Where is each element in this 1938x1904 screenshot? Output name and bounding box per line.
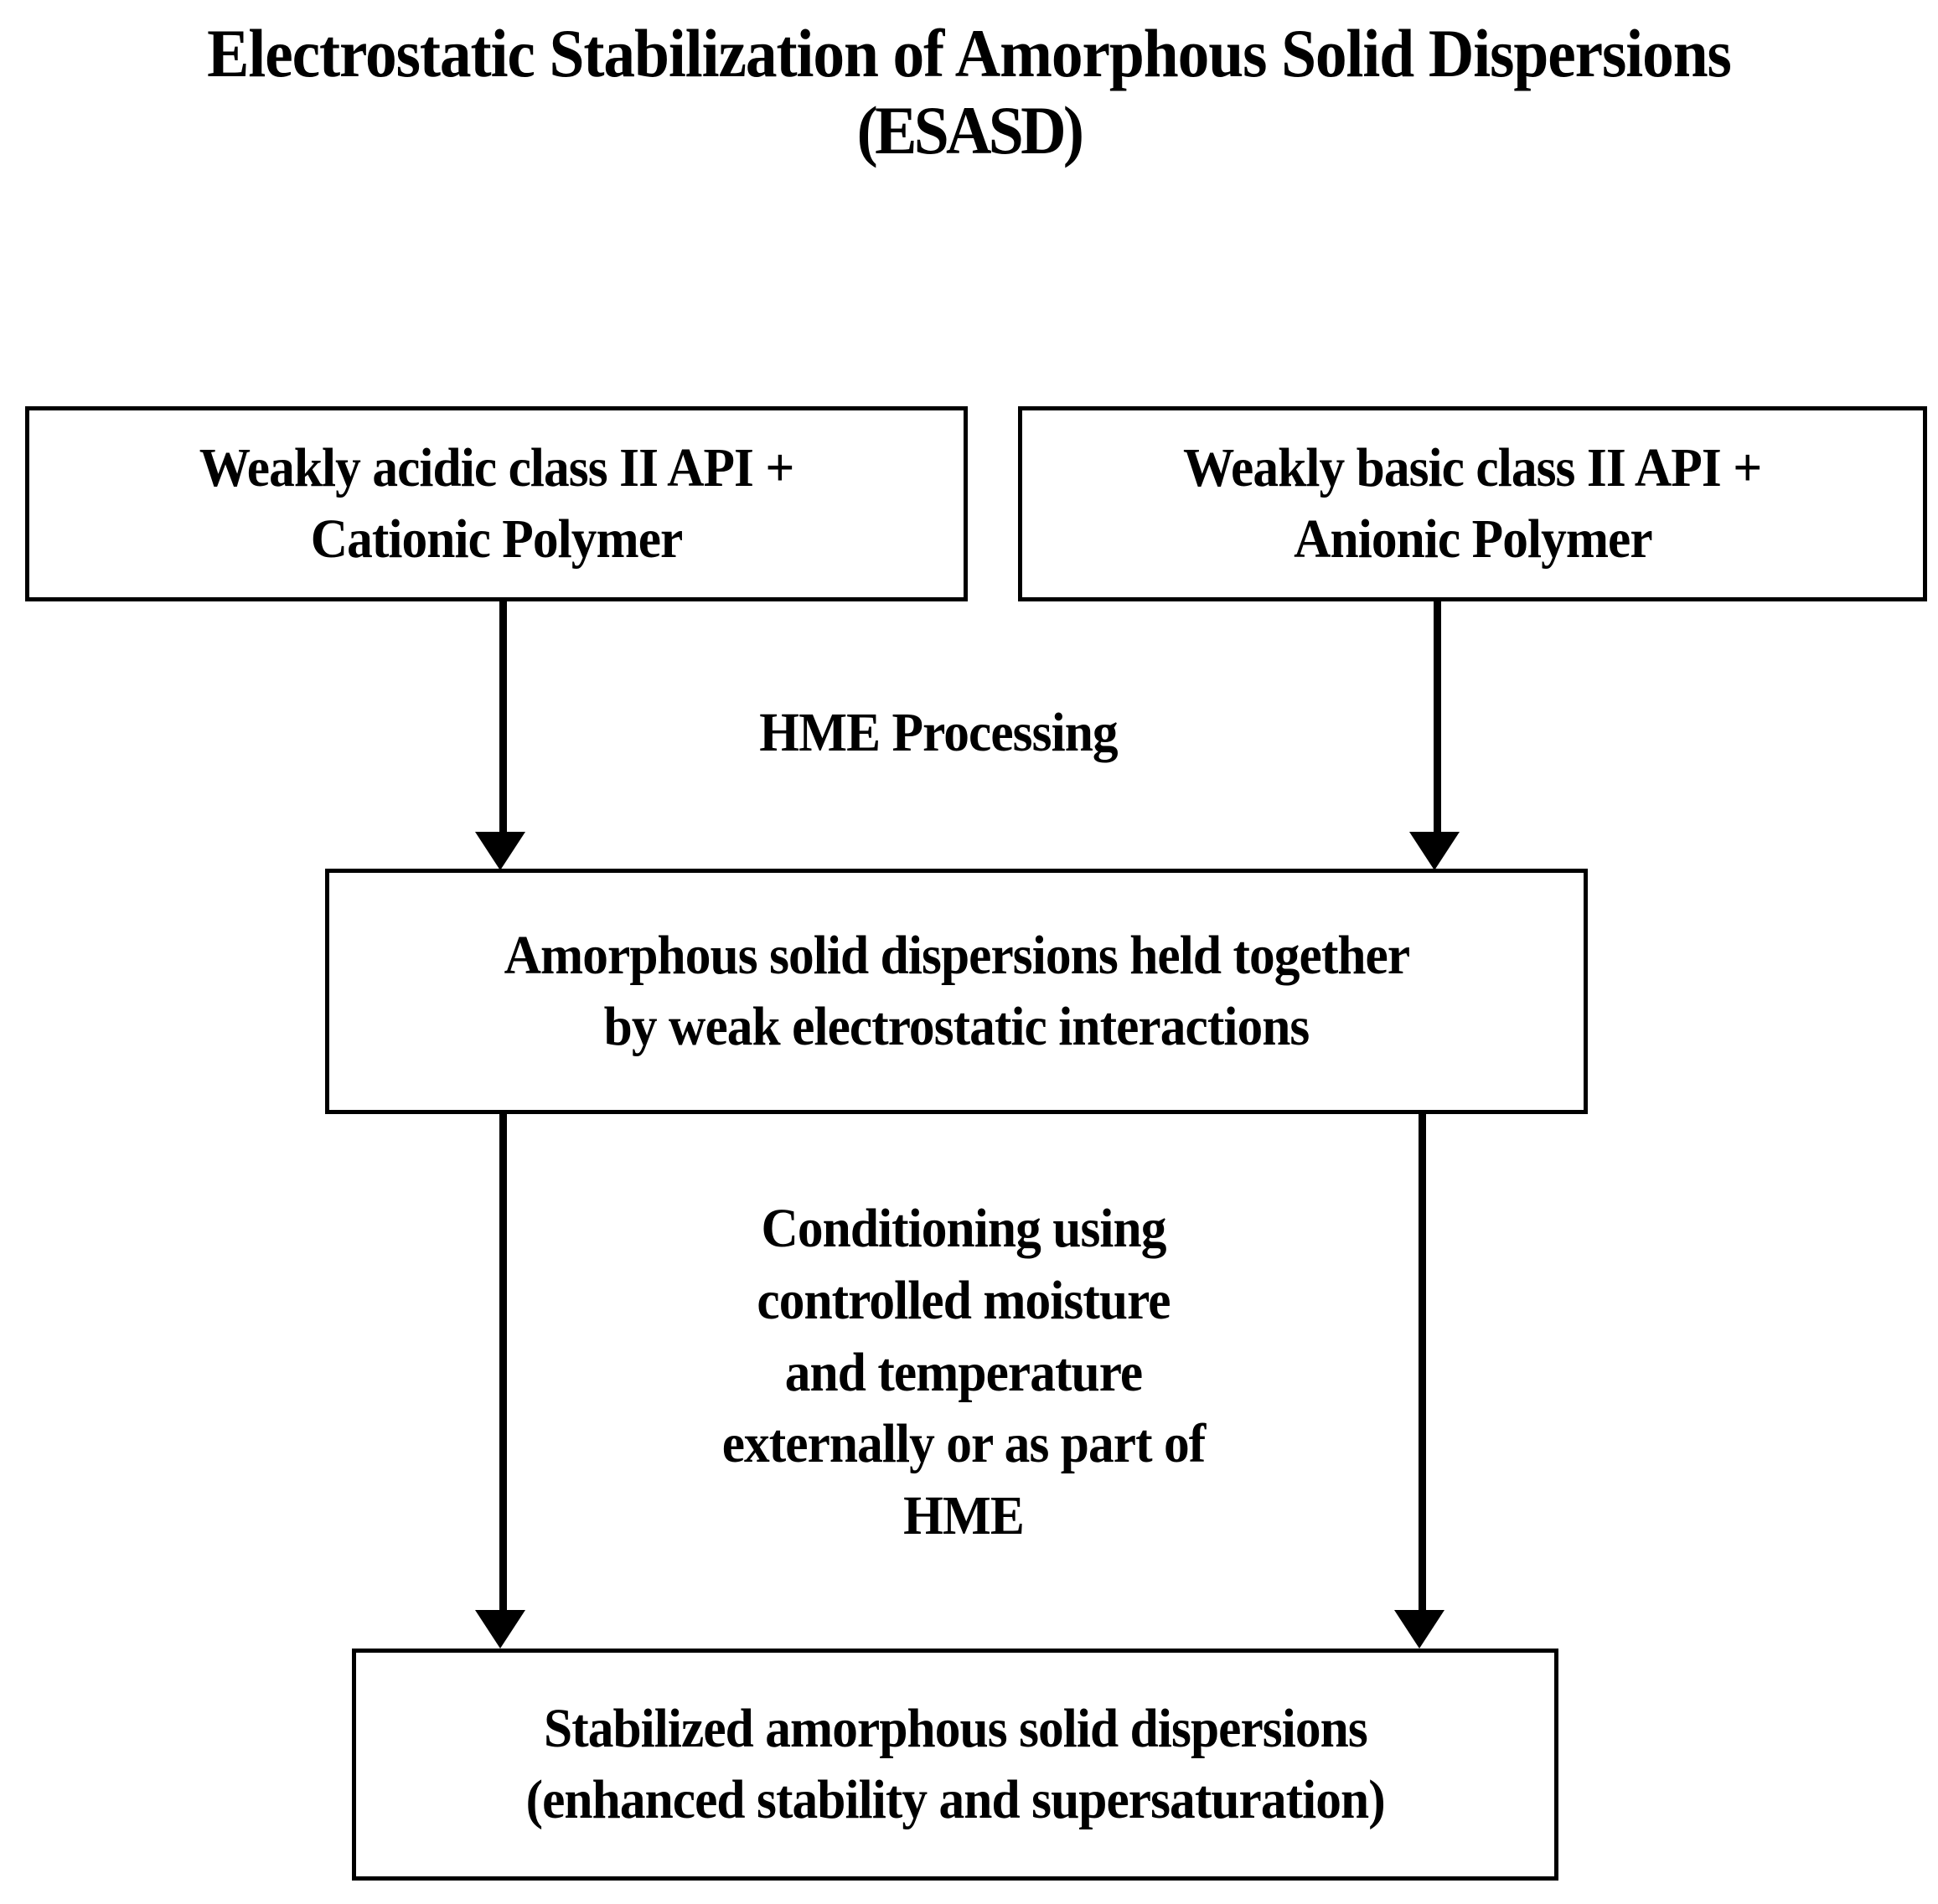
figure-title-line-2: (ESASD) <box>856 91 1084 168</box>
arrowhead-icon-conditioning-right <box>1394 1610 1444 1649</box>
arrowhead-icon-conditioning-left <box>475 1610 525 1649</box>
edge-line-hme-left <box>499 601 507 836</box>
node-stabilized-dispersions-line-2: (enhanced stability and supersaturation) <box>525 1768 1385 1830</box>
node-basic-api-line-2: Anionic Polymer <box>1293 508 1653 570</box>
node-amorphous-dispersions-line-2: by weak electrostatic interactions <box>603 995 1310 1057</box>
node-amorphous-dispersions-line-1: Amorphous solid dispersions held togethe… <box>504 925 1409 987</box>
node-basic-api-line-1: Weakly basic class II API + <box>1183 437 1762 499</box>
node-basic-api: Weakly basic class II API + Anionic Poly… <box>1018 406 1927 601</box>
edge-label-hme-processing: HME Processing <box>553 697 1324 769</box>
node-acidic-api: Weakly acidic class II API + Cationic Po… <box>25 406 968 601</box>
edge-line-conditioning-left <box>499 1110 507 1612</box>
edge-label-conditioning: Conditioning using controlled moisture a… <box>587 1193 1341 1552</box>
edge-line-hme-right <box>1434 601 1441 836</box>
node-stabilized-dispersions-line-1: Stabilized amorphous solid dispersions <box>543 1698 1368 1760</box>
node-stabilized-dispersions: Stabilized amorphous solid dispersions (… <box>352 1649 1558 1881</box>
edge-label-hme-processing-line-1: HME Processing <box>759 702 1118 763</box>
edge-label-conditioning-line-2: controlled moisture <box>757 1269 1171 1331</box>
edge-label-conditioning-line-4: externally or as part of <box>721 1413 1207 1475</box>
node-acidic-api-line-2: Cationic Polymer <box>310 508 684 570</box>
figure-title-line-1: Electrostatic Stabilization of Amorphous… <box>207 15 1732 91</box>
node-acidic-api-line-1: Weakly acidic class II API + <box>199 437 795 499</box>
node-amorphous-dispersions: Amorphous solid dispersions held togethe… <box>325 869 1588 1114</box>
figure-title: Electrostatic Stabilization of Amorphous… <box>0 15 1938 169</box>
edge-label-conditioning-line-5: HME <box>903 1485 1025 1547</box>
arrowhead-icon-hme-left <box>475 832 525 870</box>
edge-label-conditioning-line-3: and temperature <box>784 1341 1143 1403</box>
arrowhead-icon-hme-right <box>1409 832 1460 870</box>
edge-line-conditioning-right <box>1419 1110 1426 1612</box>
edge-label-conditioning-line-1: Conditioning using <box>761 1198 1166 1259</box>
